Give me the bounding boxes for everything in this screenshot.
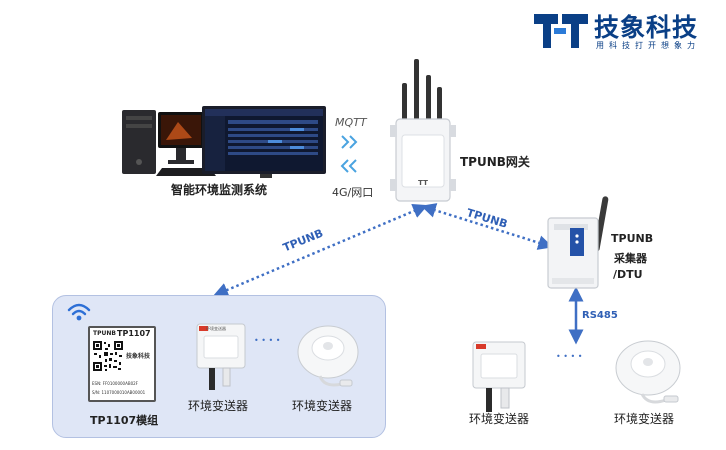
wifi-icon bbox=[67, 303, 91, 321]
ellipsis-panel: • • • • bbox=[254, 336, 281, 345]
transmitter-label-4: 环境变送器 bbox=[614, 412, 675, 426]
collector-dtu-icon bbox=[547, 196, 609, 289]
qr-code-icon bbox=[93, 341, 123, 371]
module-esn: ESN: FF0100000AB02F bbox=[92, 381, 138, 386]
net-label: 4G/网口 bbox=[332, 186, 374, 199]
brand-name: 技象科技 bbox=[594, 13, 699, 42]
brand-slogan: 用科技打开想象力 bbox=[596, 41, 700, 50]
transmitter-label-3: 环境变送器 bbox=[469, 412, 530, 426]
tt-logo-icon bbox=[534, 14, 588, 48]
wall-sensor-icon bbox=[196, 323, 246, 390]
wall-sensor-icon bbox=[472, 341, 526, 412]
transmitter-label-2: 环境变送器 bbox=[292, 399, 353, 413]
round-sensor-icon bbox=[615, 340, 681, 404]
module-maker: 技象科技 bbox=[126, 353, 151, 360]
collector-label-2: 采集器 bbox=[614, 252, 647, 265]
gateway-label: TPUNB网关 bbox=[460, 155, 530, 169]
gateway-antenna-icon: TT bbox=[390, 59, 456, 202]
transmitter-label-1: 环境变送器 bbox=[188, 399, 249, 413]
module-model: TP1107 bbox=[117, 329, 151, 338]
rs485-label: RS485 bbox=[582, 310, 618, 321]
module-panel-label: TP1107模组 bbox=[90, 414, 159, 427]
module-brand: TPUNB bbox=[93, 330, 116, 337]
collector-label-3: /DTU bbox=[613, 268, 643, 281]
desktop-computer-icon bbox=[122, 106, 326, 178]
mqtt-chevrons bbox=[340, 135, 358, 173]
svg-text:TT: TT bbox=[418, 179, 428, 187]
collector-label-1: TPUNB bbox=[611, 232, 654, 245]
monitor-system-label: 智能环境监测系统 bbox=[171, 183, 268, 197]
round-sensor-icon bbox=[297, 325, 359, 387]
module-sn: S/N: 1107000010AB00001 bbox=[92, 390, 146, 395]
mqtt-label: MQTT bbox=[335, 116, 367, 129]
ellipsis-right: • • • • bbox=[556, 352, 583, 361]
link-gateway-collector bbox=[420, 203, 554, 250]
link-gateway-module bbox=[213, 204, 428, 297]
sensor-badge: 环境变送器 bbox=[206, 326, 226, 331]
